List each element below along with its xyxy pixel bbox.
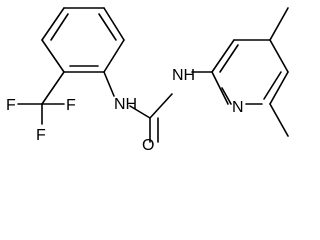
nh-atom-label: NH [114,96,137,113]
fluorine-atom-label: F [66,97,76,114]
phenyl-ring [41,7,125,73]
trifluoromethyl-group: F F F [6,71,76,144]
methyl-bond [269,103,289,137]
bond [41,71,65,105]
pyridine-nitrogen-atom-label: N [232,99,244,116]
bond [269,71,289,105]
fluorine-atom-label: F [36,127,46,144]
oxygen-atom-label: O [142,137,154,150]
bond [103,71,115,97]
nh-atom-label: NH [172,67,195,84]
bond [129,105,151,119]
double-bond [219,44,239,73]
bond [269,39,289,73]
double-bond [221,87,232,105]
bond [41,7,65,41]
bond [103,39,125,73]
urea-linker: NH O NH [103,67,213,150]
double-bond [98,13,117,41]
fluorine-atom-label: F [6,97,16,114]
methyl-bond [269,7,289,41]
bond [41,39,65,73]
double-bond [50,13,69,41]
double-bond [263,71,282,100]
bond [211,39,235,73]
pyridine-ring: N [211,7,289,137]
bond [211,71,229,105]
molecule-structure-diagram: F F F NH O NH N [6,7,289,150]
bond [103,7,125,41]
bond [149,93,173,119]
